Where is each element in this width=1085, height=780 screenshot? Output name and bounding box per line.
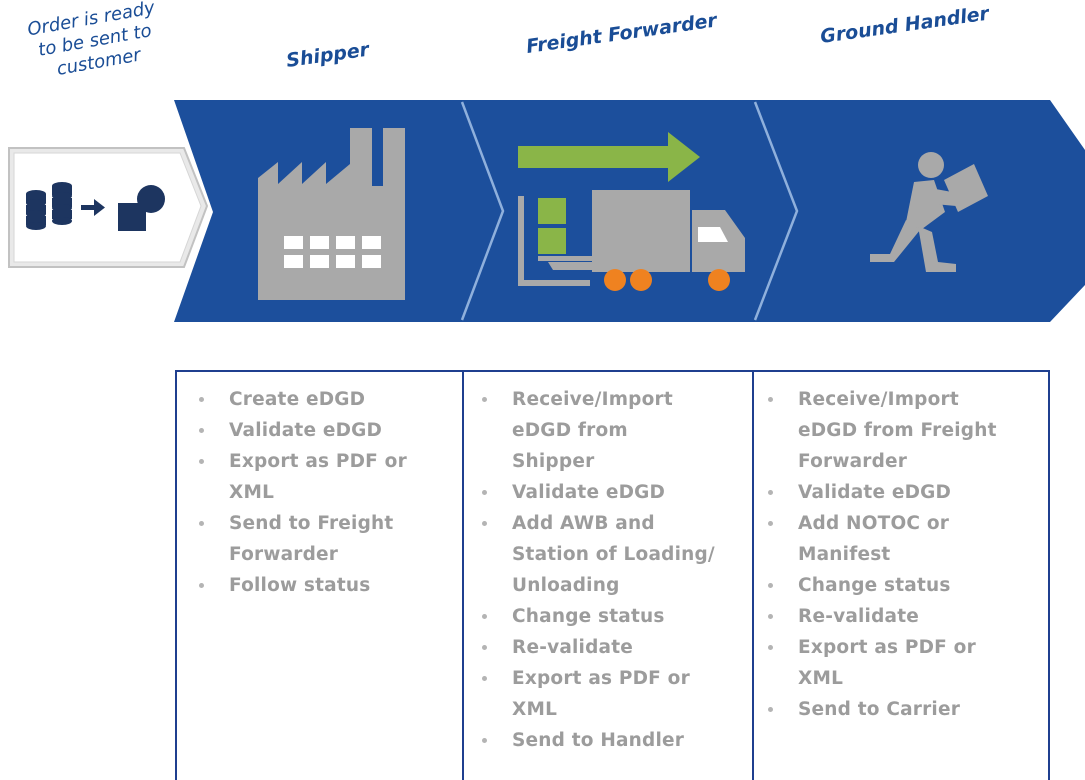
ground-handler-task-box: Receive/Import eDGD from Freight Forward… <box>752 370 1050 780</box>
task-text: Export as PDF or XML <box>512 668 690 720</box>
list-item: Send to Freight Forwarder <box>199 508 452 570</box>
task-text: Send to Handler <box>512 730 685 751</box>
process-flow-chevrons <box>8 100 1085 322</box>
freight-forwarder-task-box: Receive/Import eDGD from Shipper Validat… <box>462 370 754 780</box>
task-text: Follow status <box>229 575 371 596</box>
task-text: Export as PDF or XML <box>229 451 407 503</box>
task-text: Export as PDF or XML <box>798 637 976 689</box>
freight-forwarder-task-list: Receive/Import eDGD from Shipper Validat… <box>464 372 752 756</box>
start-chevron <box>8 147 209 268</box>
list-item: Send to Carrier <box>768 694 1038 725</box>
task-text: Validate eDGD <box>798 482 952 503</box>
chevron-divider-1 <box>460 101 505 321</box>
list-item: Create eDGD <box>199 384 452 415</box>
task-text: Send to Freight Forwarder <box>229 513 394 565</box>
list-item: Validate eDGD <box>482 477 742 508</box>
list-item: Send to Handler <box>482 725 742 756</box>
truck-with-arrow-icon <box>518 132 745 291</box>
chevron-divider-2 <box>753 101 799 321</box>
task-text: Send to Carrier <box>798 699 961 720</box>
factory-icon <box>258 128 405 300</box>
list-item: Change status <box>768 570 1038 601</box>
database-to-customer-icon <box>26 182 165 231</box>
shipper-task-list: Create eDGD Validate eDGD Export as PDF … <box>177 372 462 601</box>
task-text: Receive/Import eDGD from Freight Forward… <box>798 389 997 472</box>
list-item: Export as PDF or XML <box>199 446 452 508</box>
task-text: Add NOTOC or Manifest <box>798 513 950 565</box>
task-text: Validate eDGD <box>512 482 666 503</box>
list-item: Add AWB and Station of Loading/ Unloadin… <box>482 508 742 601</box>
list-item: Add NOTOC or Manifest <box>768 508 1038 570</box>
task-text: Change status <box>512 606 665 627</box>
task-text: Change status <box>798 575 951 596</box>
task-text: Create eDGD <box>229 389 366 410</box>
list-item: Validate eDGD <box>768 477 1038 508</box>
list-item: Re-validate <box>768 601 1038 632</box>
list-item: Receive/Import eDGD from Freight Forward… <box>768 384 1038 477</box>
list-item: Export as PDF or XML <box>768 632 1038 694</box>
person-carrying-box-icon <box>870 152 988 272</box>
task-text: Receive/Import eDGD from Shipper <box>512 389 673 472</box>
list-item: Re-validate <box>482 632 742 663</box>
task-text: Add AWB and Station of Loading/ Unloadin… <box>512 513 715 596</box>
list-item: Export as PDF or XML <box>482 663 742 725</box>
task-text: Validate eDGD <box>229 420 383 441</box>
task-text: Re-validate <box>798 606 920 627</box>
list-item: Receive/Import eDGD from Shipper <box>482 384 742 477</box>
list-item: Validate eDGD <box>199 415 452 446</box>
ground-handler-task-list: Receive/Import eDGD from Freight Forward… <box>754 372 1048 725</box>
list-item: Change status <box>482 601 742 632</box>
list-item: Follow status <box>199 570 452 601</box>
task-text: Re-validate <box>512 637 634 658</box>
shipper-task-box: Create eDGD Validate eDGD Export as PDF … <box>175 370 464 780</box>
